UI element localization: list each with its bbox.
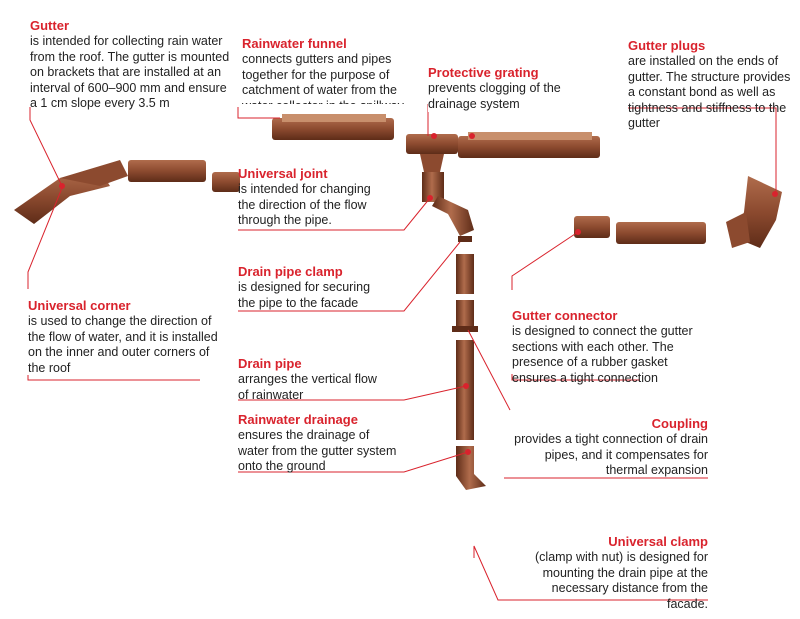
leader-lines: [27, 104, 777, 601]
pipe-title: Drain pipe: [238, 356, 302, 371]
label-protective-grating: Protective grating prevents clogging of …: [428, 65, 603, 112]
clamp-text: is designed for securing the pipe to the…: [238, 280, 371, 310]
funnel-text: connects gutters and pipes together for …: [242, 52, 404, 104]
label-gutter-connector: Gutter connector is designed to connect …: [512, 308, 712, 386]
drainage-title: Rainwater drainage: [238, 412, 358, 427]
label-universal-joint: Universal joint is intended for changing…: [238, 166, 388, 229]
label-universal-clamp: Universal clamp (clamp with nut) is desi…: [510, 534, 708, 612]
drain-pipe-assembly: [422, 172, 486, 490]
label-drain-pipe-clamp: Drain pipe clamp is designed for securin…: [238, 264, 388, 311]
rainwater-funnel-part: [406, 133, 458, 172]
gutter-plugs-part: [726, 176, 782, 248]
coupling-text: provides a tight connection of drain pip…: [514, 432, 708, 477]
label-rainwater-funnel: Rainwater funnel connects gutters and pi…: [242, 36, 424, 104]
connector-text: is designed to connect the gutter sectio…: [512, 324, 693, 385]
label-coupling: Coupling provides a tight connection of …: [510, 416, 708, 479]
uclamp-text: (clamp with nut) is designed for mountin…: [535, 550, 708, 611]
clamp-title: Drain pipe clamp: [238, 264, 343, 279]
label-gutter-plugs: Gutter plugs are installed on the ends o…: [628, 38, 796, 132]
gutter-text: is intended for collecting rain water fr…: [30, 34, 230, 110]
plugs-title: Gutter plugs: [628, 38, 706, 53]
uclamp-title: Universal clamp: [608, 534, 708, 549]
protective-grating-gutter: [272, 114, 600, 158]
coupling-title: Coupling: [651, 416, 708, 431]
gutter-part-left: [128, 160, 240, 192]
joint-text: is intended for changing the direction o…: [238, 182, 371, 227]
grating-title: Protective grating: [428, 65, 539, 80]
label-universal-corner: Universal corner is used to change the d…: [28, 298, 218, 376]
plugs-text: are installed on the ends of gutter. The…: [628, 54, 791, 130]
gutter-connector-part: [574, 216, 706, 244]
label-rainwater-drainage: Rainwater drainage ensures the drainage …: [238, 412, 398, 475]
connector-title: Gutter connector: [512, 308, 618, 323]
pipe-text: arranges the vertical flow of rainwater: [238, 372, 377, 402]
grating-text: prevents clogging of the drainage system: [428, 81, 561, 111]
label-drain-pipe: Drain pipe arranges the vertical flow of…: [238, 356, 388, 403]
gutter-title: Gutter: [30, 18, 69, 33]
label-gutter: Gutter is intended for collecting rain w…: [30, 18, 230, 112]
drainage-text: ensures the drainage of water from the g…: [238, 428, 397, 473]
joint-title: Universal joint: [238, 166, 328, 181]
corner-title: Universal corner: [28, 298, 131, 313]
funnel-title: Rainwater funnel: [242, 36, 347, 51]
universal-corner-part: [14, 160, 128, 224]
corner-text: is used to change the direction of the f…: [28, 314, 218, 375]
